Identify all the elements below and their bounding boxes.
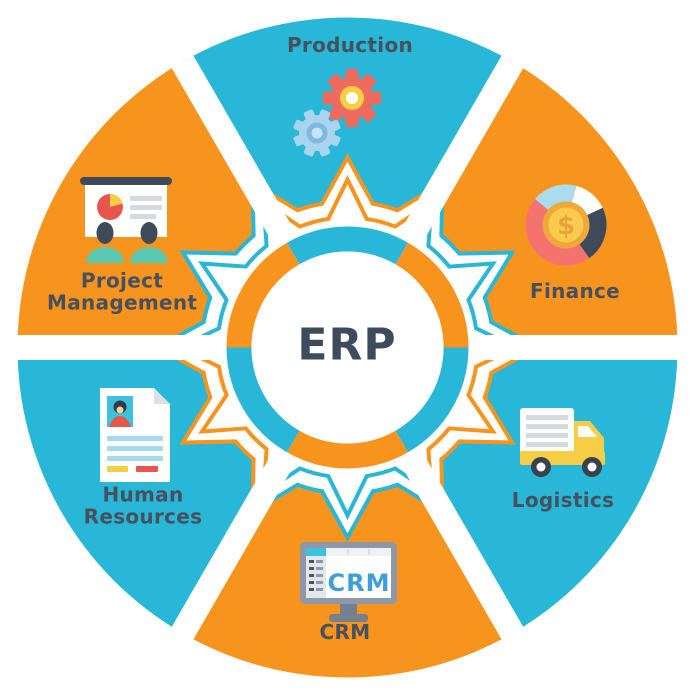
segment-divider-spoke: [380, 417, 524, 640]
donut-slice-salmon: [525, 198, 590, 266]
segment-label-project-management: Project Management: [47, 268, 198, 314]
gear-blue: [293, 109, 341, 157]
resume-bar-yellow: [107, 466, 128, 472]
center-ring-arc-crm: [287, 430, 408, 469]
halo-star: [153, 153, 348, 348]
center-ring-arc-logistics: [395, 347, 469, 453]
presenter-person: [130, 222, 168, 263]
segment-label-crm: CRM: [319, 620, 371, 645]
segment-icons-layer: $: [80, 69, 607, 622]
segment-divider-spoke: [380, 55, 524, 278]
presentation-icon: [80, 177, 172, 263]
donut-slice-lightblue: [534, 184, 577, 212]
segment-divider-spoke: [171, 417, 315, 640]
tab-separator: [347, 549, 349, 555]
resume-icon: [100, 388, 170, 482]
center-ring-arc-finance: [395, 242, 469, 348]
coin-inner: [548, 207, 584, 243]
truck-windshield: [578, 426, 597, 437]
halo-star: [153, 347, 348, 542]
cargo-stripe: [526, 442, 568, 447]
truck-cargo-box: [520, 408, 574, 454]
center-ring-arc-project-management: [226, 242, 300, 348]
board-line: [130, 214, 156, 219]
donut-slice-dark: [577, 207, 607, 259]
segment-label-human-resources: Human Resources: [83, 482, 203, 528]
presenter-person: [86, 222, 124, 263]
monitor-base: [329, 614, 368, 622]
delivery-truck-icon: [520, 408, 605, 477]
gear-red: [323, 69, 381, 127]
center-title: ERP: [297, 319, 397, 371]
resume-line: [107, 436, 163, 441]
truck-wheel-hub: [536, 462, 546, 472]
cargo-stripe: [526, 424, 568, 429]
coin-dollar-symbol: $: [557, 211, 575, 241]
resume-bar-red: [136, 466, 158, 472]
monitor-icon: CRM: [300, 542, 397, 622]
board-line: [130, 205, 162, 210]
pie-slice-yellow: [110, 193, 123, 207]
segment-label-finance: Finance: [529, 279, 621, 304]
screen-header-bar: [306, 548, 326, 556]
photo-shirt: [109, 416, 131, 427]
board-line: [130, 196, 162, 201]
center-hub-circle: [251, 251, 444, 444]
resume-line: [107, 446, 163, 451]
cargo-stripe: [526, 433, 568, 438]
donut-slice-white: [570, 185, 603, 217]
center-ring-arc-production: [287, 226, 408, 265]
sidebar-menu-dashes: [309, 560, 323, 591]
screen-crm-text: CRM: [328, 569, 391, 597]
halo-star: [347, 153, 542, 348]
board-top-bar: [80, 177, 172, 185]
cargo-stripe: [526, 415, 568, 420]
resume-corner-fold: [154, 388, 170, 404]
segment-label-production: Production: [286, 33, 414, 58]
donut-chart-coin-icon: $: [525, 184, 607, 266]
gears-icon: [293, 69, 381, 157]
truck-wheel-hub: [587, 462, 597, 472]
segment-divider-spoke: [171, 55, 315, 278]
tab-separator: [368, 549, 370, 555]
photo-face: [116, 406, 124, 414]
screen-tab-strip: [326, 548, 391, 556]
resume-line: [107, 456, 163, 461]
segment-label-logistics: Logistics: [511, 488, 615, 513]
center-ring-arc-human-resources: [226, 347, 300, 453]
